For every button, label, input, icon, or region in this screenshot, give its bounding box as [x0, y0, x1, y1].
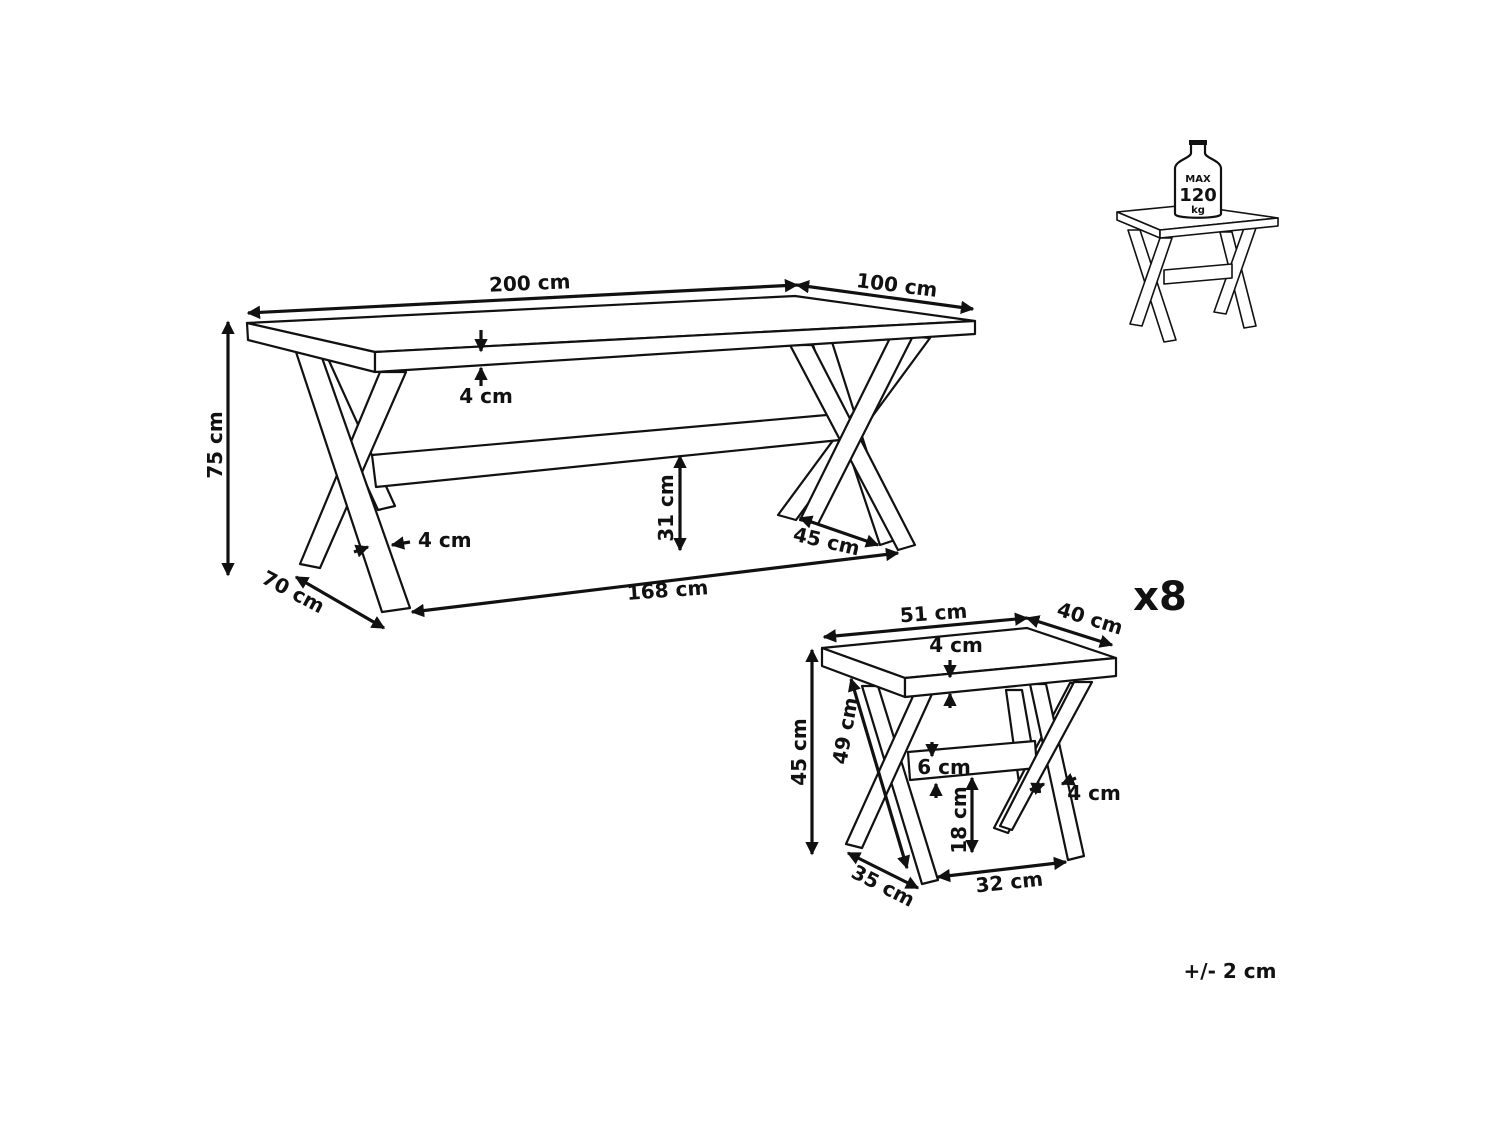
table-top-thickness-label: 4 cm [459, 384, 513, 408]
max-load-icon: MAX 120 kg [1116, 140, 1279, 343]
table-top-side-edge [373, 319, 977, 374]
weight-icon [1173, 141, 1223, 219]
table-stretcher [370, 412, 842, 489]
load-stool-stretcher [1163, 263, 1233, 285]
bench-leg-front-right-b [998, 680, 1094, 832]
bench-stretcher-height-label: 18 cm [947, 786, 971, 854]
load-stool-top-side [1159, 217, 1279, 239]
bench-length-label: 51 cm [899, 599, 968, 628]
bench-width-label: 40 cm [1054, 597, 1126, 640]
bench-dimension-labels: x8 51 cm 40 cm 4 cm 45 cm 49 cm 6 cm 18 … [787, 574, 1187, 912]
weight-unit-label: kg [1191, 205, 1205, 216]
bench-leg-length-label: 49 cm [827, 695, 862, 766]
table-height-label: 75 cm [203, 411, 227, 479]
bench-height-label: 45 cm [787, 718, 811, 786]
tolerance-label: +/- 2 cm [1184, 959, 1277, 983]
table-dimension-lines [221, 278, 975, 630]
table-inner-length-label: 168 cm [626, 575, 709, 605]
bench-top-thickness-label: 4 cm [929, 633, 983, 657]
table-leg-thickness-label: 4 cm [418, 528, 472, 552]
bench-leg-thickness-label: 4 cm [1067, 781, 1121, 805]
weight-max-label: MAX [1185, 174, 1211, 185]
bench-dimension-lines [805, 612, 1114, 890]
dining-table [245, 294, 977, 614]
table-length-label: 200 cm [489, 269, 571, 297]
table-width-label: 100 cm [855, 268, 939, 302]
bench-stretcher-thickness-label: 6 cm [917, 755, 971, 779]
bench-count-label: x8 [1133, 574, 1187, 620]
weight-cap [1189, 140, 1207, 145]
weight-value-label: 120 [1179, 185, 1217, 206]
load-stool-leg-b [1129, 237, 1173, 327]
table-leg-depth-label: 70 cm [258, 565, 329, 618]
table-stretcher-height-label: 31 cm [654, 474, 678, 542]
